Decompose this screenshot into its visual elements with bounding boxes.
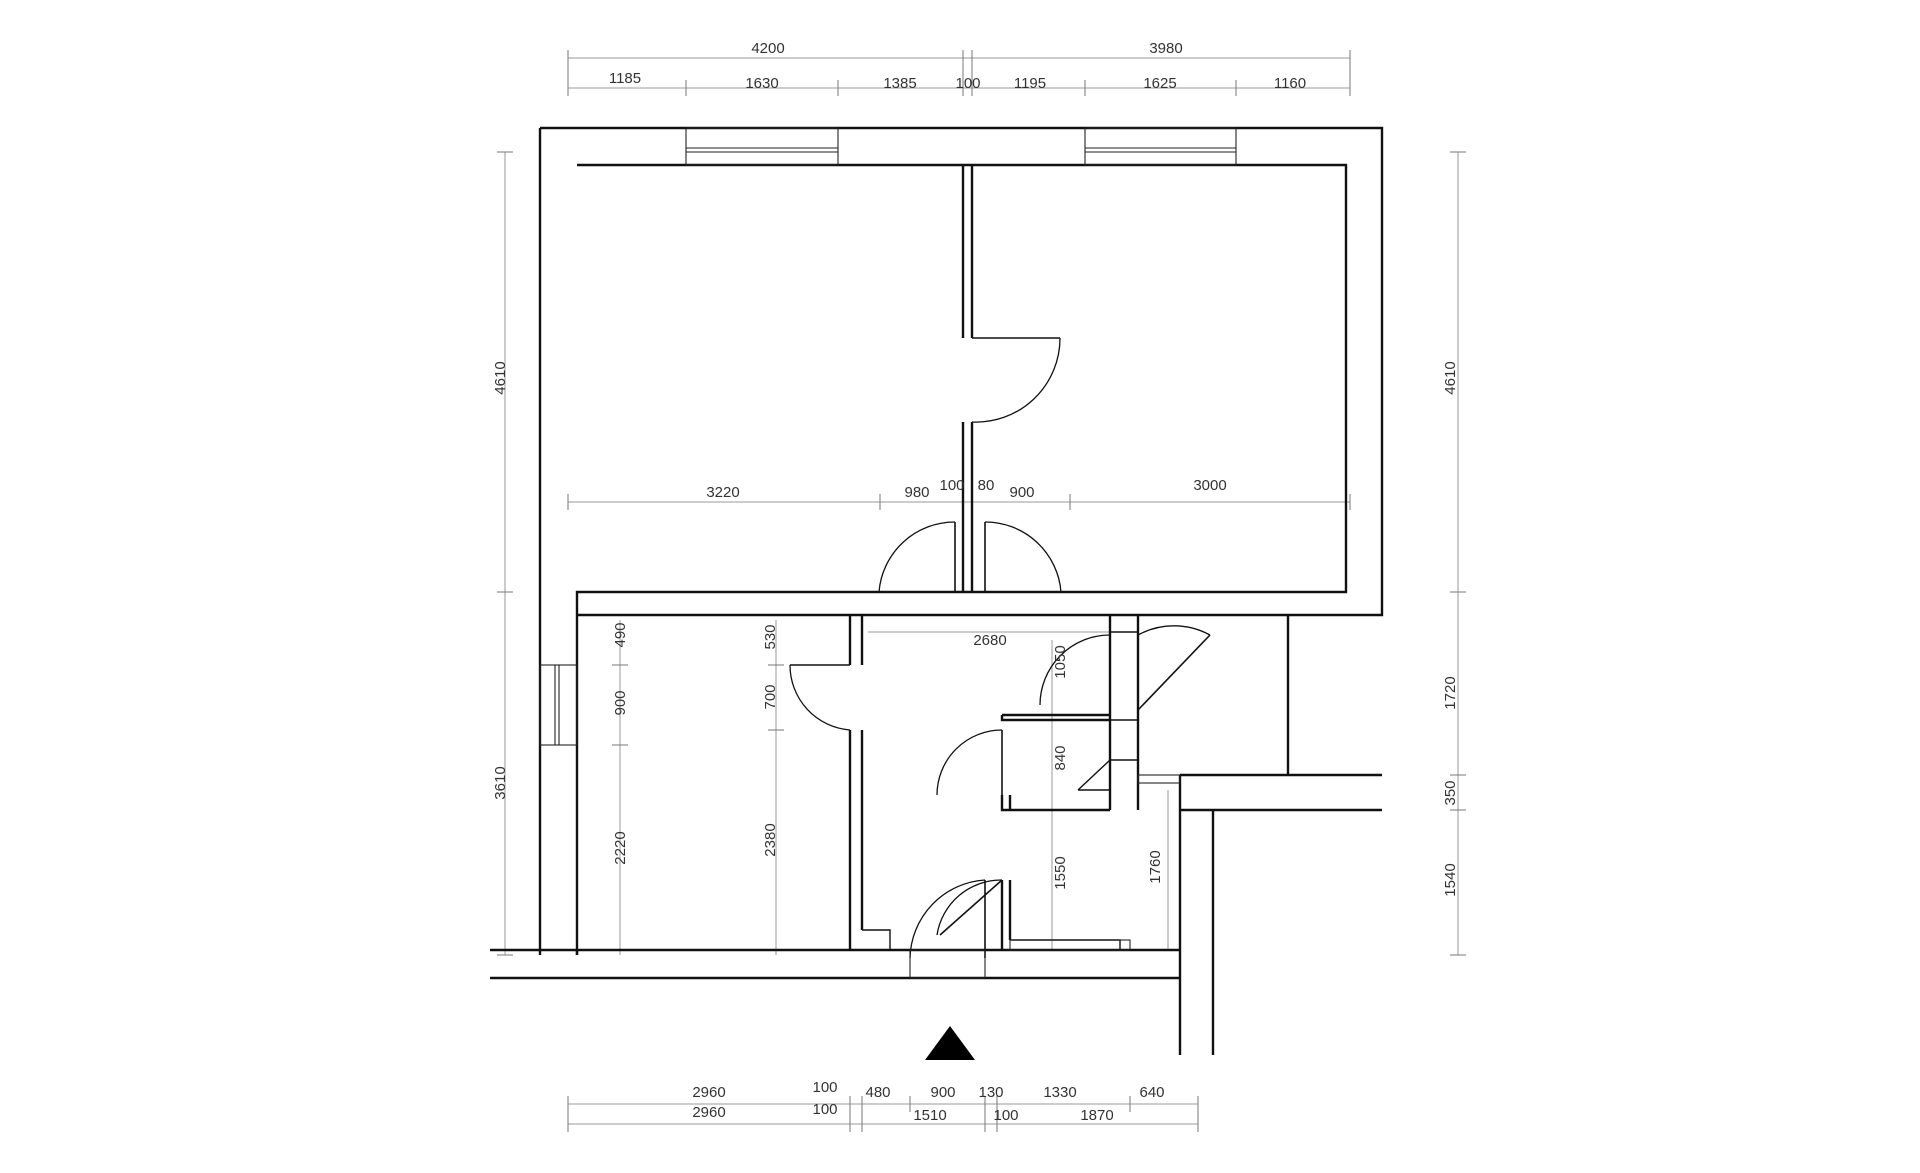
dim-right-1: 4610: [1442, 361, 1459, 394]
top-dimension-lines: [567, 50, 1351, 96]
door-between-top-rooms: [971, 337, 1061, 423]
dim-core-2: 840: [1052, 745, 1069, 770]
dim-left-2: 490: [612, 622, 629, 647]
dim-bottom-r2-5: 1870: [1080, 1107, 1113, 1124]
window-left: [539, 664, 578, 746]
dim-core-1: 1050: [1052, 645, 1069, 678]
windows: [539, 127, 1237, 951]
dim-bottom-r1-2: 100: [812, 1079, 837, 1096]
door-top-right-room: [984, 521, 1062, 593]
dim-door-1-width: 980: [904, 484, 929, 501]
left-dimension-lines: [497, 151, 784, 956]
dim-bottom-r1-6: 1330: [1043, 1084, 1076, 1101]
dim-bottom-r1-3: 480: [865, 1084, 890, 1101]
dim-corridor-width: 2680: [973, 632, 1006, 649]
doors: [789, 337, 1211, 979]
dim-top-seg-5: 1195: [1014, 75, 1046, 92]
dim-top-seg-6: 1625: [1143, 75, 1176, 92]
dim-room-2-width: 3000: [1193, 477, 1226, 494]
dim-left-3: 900: [612, 690, 629, 715]
door-top-left-room: [878, 521, 956, 593]
left-dim-labels: 4610 490 900 3610 2220: [492, 361, 629, 864]
dim-top-overall-2: 3980: [1149, 40, 1182, 57]
dim-bottom-r2-4: 100: [993, 1107, 1018, 1124]
entrance-arrow-icon: [925, 1026, 975, 1060]
door-core-upper: [1039, 634, 1111, 706]
door-left-room: [789, 664, 851, 731]
dim-door-2-width: 900: [1009, 484, 1034, 501]
door-core-middle: [936, 729, 1003, 796]
window-bottom: [1009, 939, 1131, 951]
dim-right-4: 1540: [1442, 863, 1459, 896]
dim-right-2: 1720: [1442, 676, 1459, 709]
dim-right-3: 350: [1442, 780, 1459, 805]
dim-bottom-r1-7: 640: [1139, 1084, 1164, 1101]
right-dimension-lines: [1450, 151, 1466, 956]
interior-dim-labels: 3220 980 100 80 900 3000 2680 530 700 23…: [706, 477, 1226, 890]
dim-left-4: 3610: [492, 766, 509, 799]
dim-gap: 80: [978, 477, 995, 494]
dim-top-seg-1: 1185: [609, 70, 641, 87]
dim-bottom-r2-1: 2960: [692, 1104, 725, 1121]
door-entrance: [909, 879, 986, 979]
dim-bottom-r1-1: 2960: [692, 1084, 725, 1101]
dim-left-5: 2220: [612, 831, 629, 864]
walls: [490, 126, 1384, 1055]
door-bath: [936, 879, 1003, 936]
dim-bottom-r1-5: 130: [978, 1084, 1003, 1101]
dim-left-room-3: 2380: [762, 823, 779, 856]
dim-top-seg-2: 1630: [745, 75, 778, 92]
dim-top-seg-4: 100: [955, 75, 980, 92]
dim-partition: 100: [939, 477, 964, 494]
interior-dimension-lines: [567, 494, 1351, 950]
right-dim-labels: 4610 1720 350 1540: [1442, 361, 1459, 896]
dim-top-seg-3: 1385: [883, 75, 916, 92]
dim-room-1-width: 3220: [706, 484, 739, 501]
dim-core-4: 1760: [1147, 850, 1164, 883]
dim-bottom-r2-2: 100: [812, 1101, 837, 1118]
window-top-left: [685, 127, 839, 166]
dim-left-1: 4610: [492, 361, 509, 394]
dim-bottom-r2-3: 1510: [913, 1107, 946, 1124]
dim-core-3: 1550: [1052, 856, 1069, 889]
bottom-dim-labels: 2960 100 480 900 130 1330 640 2960 100 1…: [692, 1079, 1164, 1124]
dim-bottom-r1-4: 900: [930, 1084, 955, 1101]
top-dim-labels: 4200 3980 1185 1630 1385 100 1195 1625 1…: [609, 40, 1306, 92]
dim-top-overall-1: 4200: [751, 40, 784, 57]
dim-left-room-2: 700: [762, 684, 779, 709]
dim-left-room-1: 530: [762, 624, 779, 649]
dim-top-seg-7: 1160: [1274, 75, 1306, 92]
window-core: [1137, 774, 1181, 784]
bottom-dimension-lines: [567, 1096, 1199, 1132]
window-top-right: [1084, 127, 1237, 166]
door-core-right: [1137, 625, 1211, 711]
